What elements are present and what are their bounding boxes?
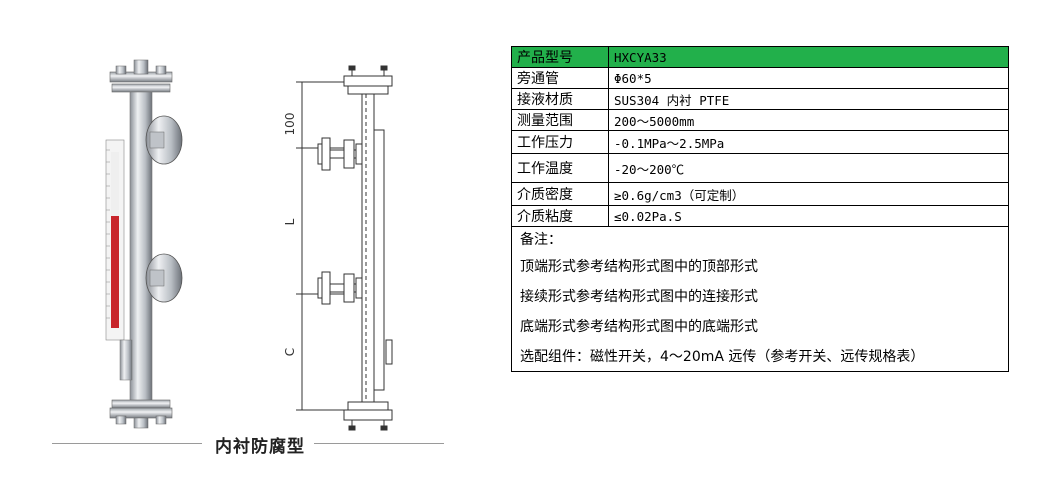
spec-label: 工作压力 bbox=[511, 130, 609, 154]
spec-label: 工作温度 bbox=[511, 153, 609, 183]
remark-text: 选配组件：磁性开关，4～20mA 远传（参考开关、远传规格表） bbox=[511, 341, 1009, 372]
spec-label: 产品型号 bbox=[511, 46, 609, 68]
spec-row-medium-viscosity: 介质粘度 ≤0.02Pa.S bbox=[511, 205, 1009, 227]
spec-label: 介质密度 bbox=[511, 182, 609, 206]
remark-row: 顶端形式参考结构形式图中的顶部形式 bbox=[511, 251, 1009, 281]
spec-label: 介质粘度 bbox=[511, 205, 609, 227]
spec-label: 测量范围 bbox=[511, 109, 609, 131]
remark-text: 底端形式参考结构形式图中的底端形式 bbox=[511, 311, 1009, 341]
remark-row: 底端形式参考结构形式图中的底端形式 bbox=[511, 311, 1009, 341]
remark-row: 接续形式参考结构形式图中的连接形式 bbox=[511, 281, 1009, 311]
spec-row-working-temperature: 工作温度 -20～200℃ bbox=[511, 153, 1009, 183]
spec-value: 200～5000mm bbox=[608, 109, 1009, 131]
spec-row-measuring-range: 测量范围 200～5000mm bbox=[511, 109, 1009, 131]
spec-row-model: 产品型号 HXCYA33 bbox=[511, 46, 1009, 68]
figure-caption-row: 内衬防腐型 bbox=[52, 432, 444, 457]
remark-text: 顶端形式参考结构形式图中的顶部形式 bbox=[511, 251, 1009, 281]
product-figure: 100 L C bbox=[40, 40, 460, 460]
spec-value: -0.1MPa～2.5MPa bbox=[608, 130, 1009, 154]
spec-row-wetted-material: 接液材质 SUS304 内衬 PTFE bbox=[511, 88, 1009, 110]
caption-divider-left bbox=[52, 443, 202, 444]
remarks-heading: 备注： bbox=[511, 226, 1009, 251]
spec-row-bypass-pipe: 旁通管 Φ60*5 bbox=[511, 67, 1009, 89]
remark-text: 接续形式参考结构形式图中的连接形式 bbox=[511, 281, 1009, 311]
spec-row-medium-density: 介质密度 ≥0.6g/cm3（可定制） bbox=[511, 182, 1009, 206]
spec-value: -20～200℃ bbox=[608, 153, 1009, 183]
dimension-drawing bbox=[296, 65, 393, 431]
spec-value: ≤0.02Pa.S bbox=[608, 205, 1009, 227]
figure-caption: 内衬防腐型 bbox=[215, 437, 305, 457]
remark-row: 选配组件：磁性开关，4～20mA 远传（参考开关、远传规格表） bbox=[511, 341, 1009, 372]
level-gauge-illustration: 100 L C bbox=[105, 59, 393, 431]
spec-row-working-pressure: 工作压力 -0.1MPa～2.5MPa bbox=[511, 130, 1009, 154]
spec-table: 产品型号 HXCYA33 旁通管 Φ60*5 接液材质 SUS304 内衬 PT… bbox=[511, 46, 1009, 372]
dimension-label-l: L bbox=[283, 218, 297, 225]
spec-value: HXCYA33 bbox=[608, 46, 1009, 68]
remarks-heading-row: 备注： bbox=[511, 226, 1009, 251]
spec-value: SUS304 内衬 PTFE bbox=[608, 88, 1009, 110]
spec-label: 接液材质 bbox=[511, 88, 609, 110]
dimension-label-100: 100 bbox=[283, 113, 297, 136]
spec-label: 旁通管 bbox=[511, 67, 609, 89]
dimension-label-c: C bbox=[283, 348, 297, 356]
gauge-photo bbox=[105, 59, 183, 429]
spec-value: Φ60*5 bbox=[608, 67, 1009, 89]
caption-divider-right bbox=[314, 443, 444, 444]
spec-value: ≥0.6g/cm3（可定制） bbox=[608, 182, 1009, 206]
